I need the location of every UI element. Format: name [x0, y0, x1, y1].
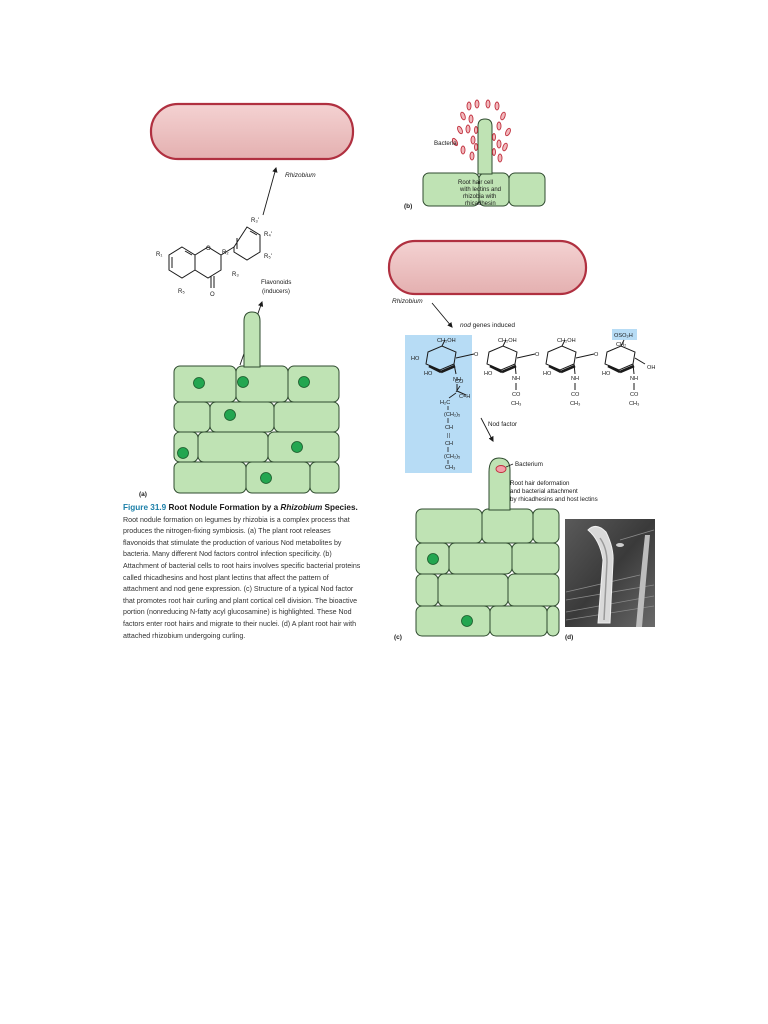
bioactive-highlight	[405, 335, 472, 473]
sem-root-hair-shade	[599, 537, 608, 621]
chain-bonds	[447, 385, 461, 464]
ch2oh-1: CH₂OH	[437, 338, 456, 344]
substituent-r1: R₁	[156, 252, 162, 258]
ho-4: HO	[602, 371, 611, 377]
chain-ch-1: CH	[445, 425, 453, 431]
ch2-label: CH₂	[616, 342, 626, 348]
caption-body: Root nodule formation on legumes by rhiz…	[123, 515, 361, 640]
sem-hair-2	[636, 535, 650, 627]
bacterium-attached	[495, 465, 507, 473]
figure-number: Figure 31.9	[123, 503, 167, 512]
sugar-rings	[425, 339, 646, 396]
glycosidic-o-2: O	[535, 352, 540, 358]
figure-caption: Figure 31.9 Root Nodule Formation by a R…	[123, 502, 363, 642]
inducers-label: (inducers)	[262, 288, 290, 295]
chain-ch: C=H	[459, 394, 470, 400]
ho-2: HO	[484, 371, 493, 377]
nh-1: NH	[453, 377, 461, 383]
oso3h-highlight	[612, 329, 637, 340]
panel-label-c: (c)	[394, 634, 402, 641]
root-tissue-b	[422, 118, 546, 207]
chain-h2c: H₂C	[440, 400, 450, 406]
sem-bacterium	[616, 543, 624, 547]
caption-title-part1: Root Nodule Formation by a	[168, 503, 281, 512]
ho-3: HO	[543, 371, 552, 377]
substituent-r3p: R₃'	[251, 218, 259, 224]
nod-factor-label: Nod factor	[488, 421, 517, 428]
chain-ch3: CH₃	[445, 465, 455, 471]
chain-co: CO	[455, 379, 464, 385]
nh-3: NH	[571, 376, 579, 382]
panel-label-d: (d)	[565, 634, 573, 641]
rhizobium-cell-a	[149, 102, 355, 161]
caption-title: Figure 31.9 Root Nodule Formation by a R…	[123, 502, 363, 514]
caption-title-part2: Species.	[322, 503, 358, 512]
flavonoids-label: Flavonoids	[261, 279, 291, 286]
co-4: CO	[630, 392, 639, 398]
substituent-r5p: R₅'	[264, 254, 272, 260]
deformation-label-1: Root hair deformation	[510, 480, 570, 487]
deformation-label-2: and bacterial attachment	[510, 488, 578, 495]
nod-genes-induced-label: nod genes induced	[460, 322, 515, 329]
ch3-2: CH₃	[511, 401, 521, 407]
root-hair-label-b-2: with lectins and	[459, 187, 501, 193]
nuclei-c	[427, 553, 473, 627]
rhizobium-label-a: Rhizobium	[285, 172, 316, 179]
arrow-c-nod	[480, 417, 494, 442]
ho-1b: HO	[424, 371, 433, 377]
root-hair-label-b-3: rhizobia with	[463, 194, 496, 200]
panel-a: Rhizobium R₁ R₂ R₃ R₅ R₃' R₄' R₅' O O Fl…	[139, 102, 355, 498]
substituent-r5: R₅	[178, 289, 185, 295]
glycosidic-o-1: O	[474, 352, 479, 358]
bacterium-small-label: Bacterium	[515, 461, 543, 468]
root-hair-label-b-1: Root hair cell	[458, 180, 493, 186]
nh-2: NH	[512, 376, 520, 382]
chain-ch2-5b: (CH₂)₅	[444, 454, 460, 460]
arrow-c-top	[431, 302, 453, 328]
co-2: CO	[512, 392, 521, 398]
arrow-a-top	[262, 166, 278, 216]
deformation-label-3: by rhicadhesins and host lectins	[510, 496, 598, 503]
bacteria-cluster-b	[451, 99, 511, 163]
ring-oxygen: O	[206, 246, 211, 252]
panel-label-b: (b)	[404, 203, 412, 210]
bacteria-label-b: Bacteria	[434, 140, 457, 147]
ch3-4: CH₃	[629, 401, 639, 407]
sem-root-hair	[587, 526, 614, 624]
chain-ch-2: CH	[445, 441, 453, 447]
oso3h-label: OSO₃H	[614, 333, 633, 339]
rhizobium-label-c: Rhizobium	[392, 298, 423, 305]
chain-ch2-5a: (CH₂)₅	[444, 412, 460, 418]
substituent-r3: R₃	[232, 272, 239, 278]
ch2oh-2: CH₂OH	[498, 338, 517, 344]
ch2oh-3: CH₂OH	[557, 338, 576, 344]
caption-title-italic: Rhizobium	[280, 503, 323, 512]
nh-4: NH	[630, 376, 638, 382]
root-tissue-a	[173, 311, 340, 494]
substituent-r2: R₂	[222, 250, 229, 256]
glycosidic-o-3: O	[594, 352, 599, 358]
carbonyl-oxygen: O	[210, 292, 215, 298]
co-3: CO	[571, 392, 580, 398]
oh-4: OH	[647, 365, 655, 371]
nuclei-a	[177, 376, 310, 484]
rhizobium-cell-c	[387, 239, 588, 296]
root-hair-label-b-4: rhicadhesin	[465, 201, 496, 207]
bacterium-pointer	[505, 463, 514, 468]
flavonoid-structure	[168, 226, 261, 288]
ch3-3: CH₃	[570, 401, 580, 407]
panel-d: (d)	[565, 519, 655, 641]
panel-c: Rhizobium nod genes induced	[387, 239, 655, 641]
chain-double: ||	[447, 433, 450, 439]
substituent-r4p: R₄'	[264, 232, 272, 238]
ho-1a: HO	[411, 356, 420, 362]
panel-label-a: (a)	[139, 491, 147, 498]
panel-b: Bacteria Root hair cell with lectins and…	[404, 99, 546, 210]
